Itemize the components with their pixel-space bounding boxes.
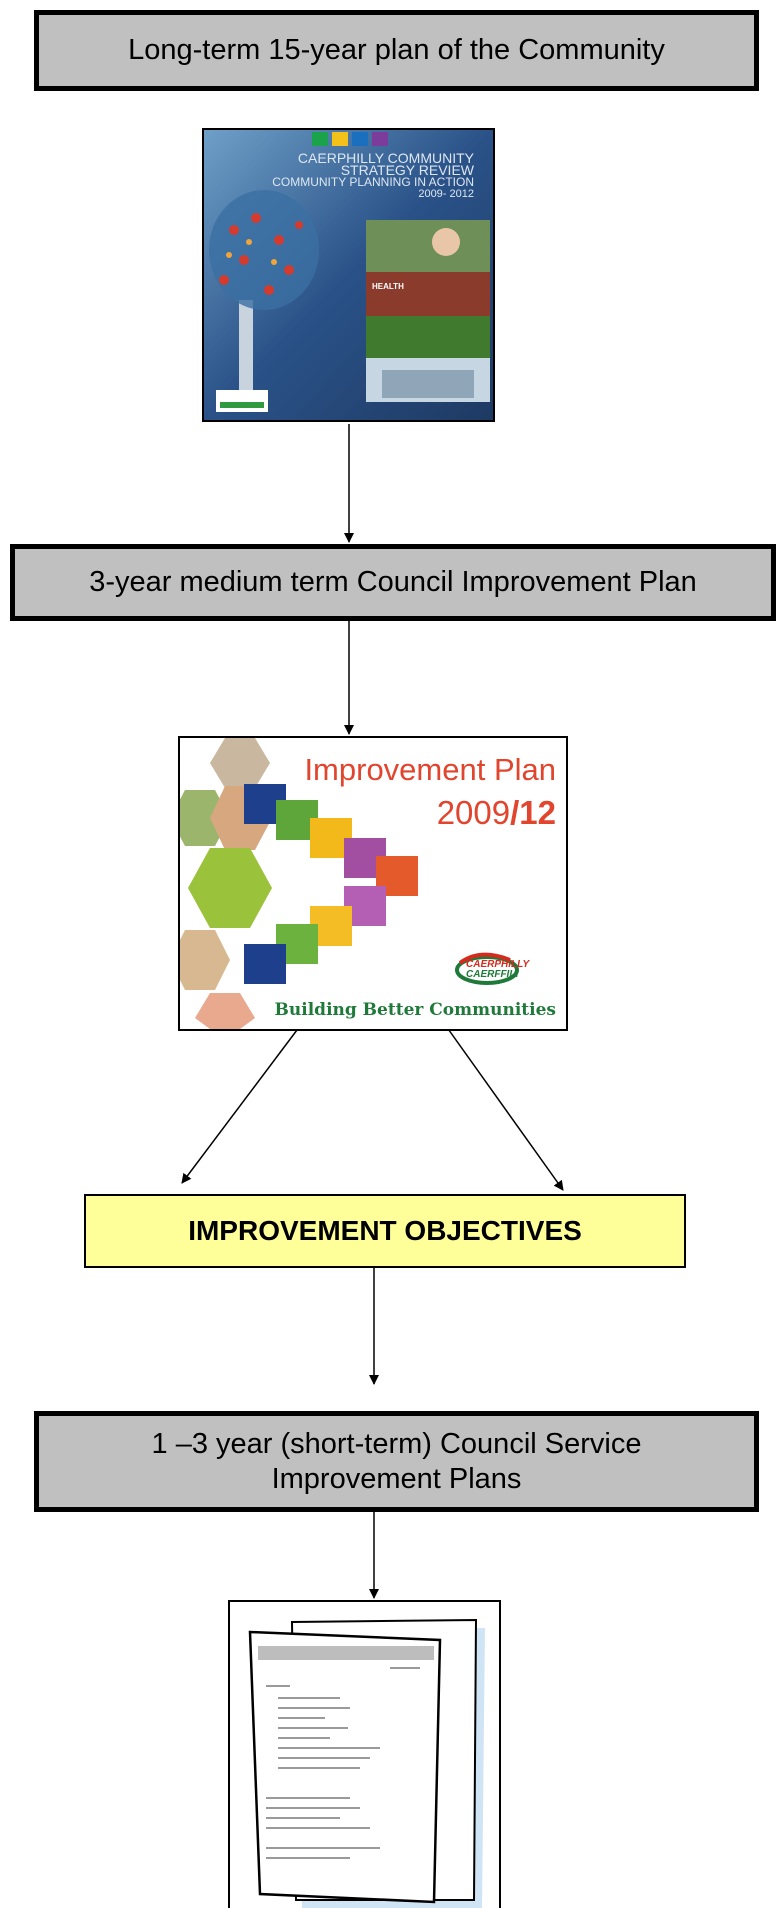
improvement-cover-logo-line1: CAERPHILLY <box>466 959 530 970</box>
strategy-cover-line4: 2009- 2012 <box>418 188 474 200</box>
arrow-plan-to-objectives-left <box>181 1025 301 1184</box>
improvement-cover-artwork <box>180 738 519 1029</box>
arrow-plan-to-objectives-right <box>445 1025 564 1191</box>
service-plan-documents <box>228 1600 501 1908</box>
improvement-objectives-label: IMPROVEMENT OBJECTIVES <box>188 1215 582 1247</box>
improvement-cover-year-start: 2009 <box>436 794 511 831</box>
service-plan-pages <box>248 1618 485 1908</box>
strategy-cover-artwork <box>204 130 493 420</box>
short-term-plans-box: 1 –3 year (short-term) Council Service I… <box>34 1411 759 1512</box>
strategy-cover-line1: CAERPHILLY COMMUNITY <box>297 150 474 166</box>
strategy-cover-line2: STRATEGY REVIEW <box>340 162 474 178</box>
improvement-cover-tagline: Building Better Communities <box>274 1000 556 1020</box>
improvement-cover-title: Improvement Plan <box>304 752 556 787</box>
short-term-plans-label: 1 –3 year (short-term) Council Service I… <box>151 1427 642 1495</box>
long-term-plan-label: Long-term 15-year plan of the Community <box>128 34 665 67</box>
strategy-cover-photo-label: HEALTH <box>372 282 404 291</box>
improvement-cover-logo-line2: CAERFFILI <box>466 969 519 980</box>
strategy-cover-line3: COMMUNITY PLANNING IN ACTION <box>272 175 474 189</box>
medium-term-plan-label: 3-year medium term Council Improvement P… <box>89 566 697 599</box>
community-strategy-cover: CAERPHILLY COMMUNITY STRATEGY REVIEW COM… <box>202 128 495 422</box>
medium-term-plan-box: 3-year medium term Council Improvement P… <box>10 544 776 621</box>
improvement-cover-year-end: /12 <box>510 794 556 831</box>
improvement-cover-logo: CAERPHILLY CAERFFILI <box>466 960 529 980</box>
improvement-cover-year: 2009/12 <box>437 794 556 832</box>
improvement-plan-cover: Improvement Plan 2009/12 CAERPHILLY CAER… <box>178 736 568 1031</box>
improvement-objectives-box: IMPROVEMENT OBJECTIVES <box>84 1194 686 1268</box>
long-term-plan-box: Long-term 15-year plan of the Community <box>34 10 759 91</box>
